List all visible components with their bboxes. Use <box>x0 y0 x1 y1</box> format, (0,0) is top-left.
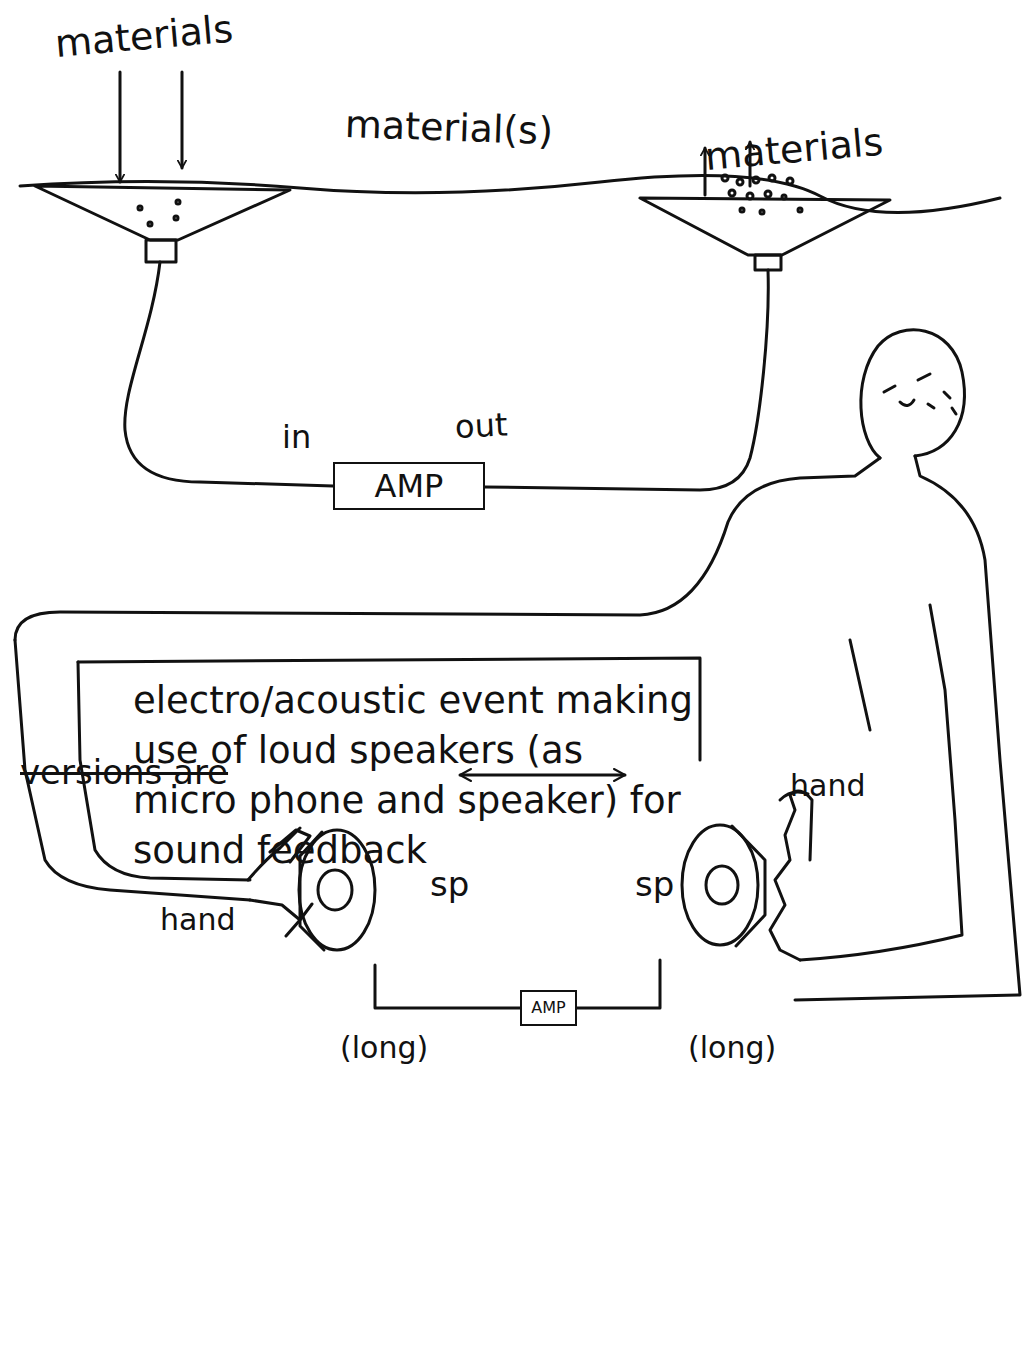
speaker-dust-cap <box>318 870 352 910</box>
material-dot <box>737 179 743 185</box>
material-dot <box>760 210 764 214</box>
node-text: sp <box>635 865 674 904</box>
double-arrow <box>460 774 625 777</box>
speaker-dust-cap <box>706 866 738 904</box>
material-surface-line <box>20 176 1000 213</box>
struck-note: versions are <box>20 752 228 792</box>
annotation-label: hand <box>160 902 235 937</box>
annotation-label: out <box>454 405 508 446</box>
output-wire <box>485 270 768 490</box>
right-hand <box>770 791 812 960</box>
annotation-label: material(s) <box>344 102 553 153</box>
speaker-cone <box>35 186 290 240</box>
cable-label: (long) <box>340 1030 428 1065</box>
loudspeaker: sp <box>625 760 790 960</box>
amplifier-box: AMP <box>333 462 485 510</box>
node-text: AMP <box>335 468 483 505</box>
person-right-arm <box>795 456 1020 1000</box>
person-face <box>884 374 956 414</box>
material-dot <box>787 178 793 184</box>
speaker-back <box>732 826 765 946</box>
material-dot <box>174 216 178 220</box>
material-dot <box>753 177 759 183</box>
speaker-magnet <box>755 255 781 270</box>
loudspeaker: sp <box>270 760 460 965</box>
material-dot <box>729 190 735 196</box>
material-dot <box>176 200 180 204</box>
speaker-magnet <box>146 240 176 262</box>
material-dot <box>765 191 771 197</box>
person-torso <box>850 640 870 730</box>
material-dot <box>747 193 753 199</box>
node-text: AMP <box>522 999 575 1017</box>
material-dot <box>740 208 744 212</box>
person-head <box>861 330 965 458</box>
speaker-cable <box>375 965 520 1008</box>
material-arrow <box>181 72 184 168</box>
input-wire <box>125 262 333 486</box>
annotation-label: in <box>282 418 311 456</box>
material-dot <box>138 206 142 210</box>
node-text: sp <box>430 865 469 904</box>
material-arrow <box>119 72 122 182</box>
material-dot <box>769 175 775 181</box>
person-shoulder <box>15 458 880 640</box>
annotation-label: materials <box>703 120 885 179</box>
speaker-cone <box>640 198 890 255</box>
cable-label: (long) <box>688 1030 776 1065</box>
amplifier-box: AMP <box>520 990 577 1026</box>
material-dot <box>782 195 786 199</box>
annotation-label: hand <box>790 768 865 803</box>
speaker-cable <box>577 960 660 1008</box>
annotation-label: materials <box>53 7 235 66</box>
material-dot <box>798 208 802 212</box>
material-dot <box>148 222 152 226</box>
